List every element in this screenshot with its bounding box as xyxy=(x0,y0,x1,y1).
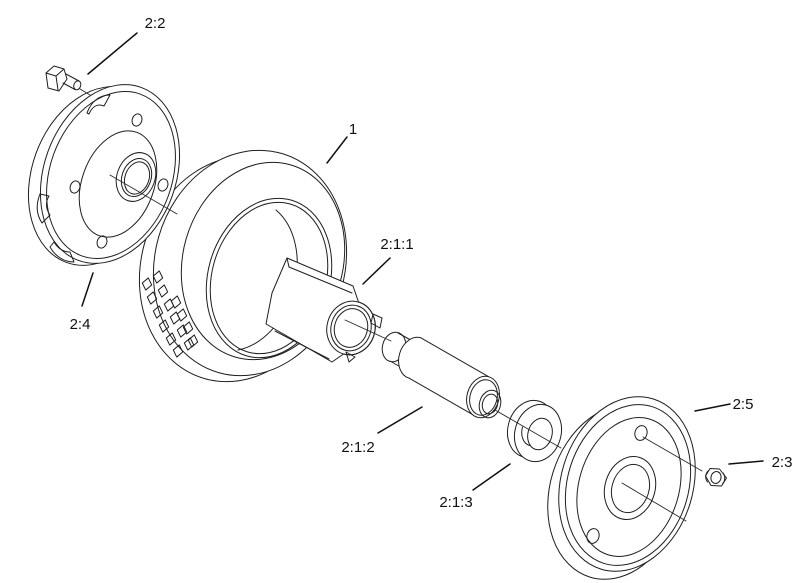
spacer-sleeve-end xyxy=(466,375,500,419)
callout-1: 1 xyxy=(349,121,357,138)
hole-to-nut-centerline xyxy=(642,436,703,472)
left-hub-gusset-bottom xyxy=(49,241,75,263)
left-hub-flange xyxy=(39,84,181,264)
hex-bushing xyxy=(265,257,383,363)
callout-2-2: 2:2 xyxy=(145,15,166,32)
right-hub xyxy=(547,396,696,580)
left-hub-gusset-left xyxy=(36,193,51,224)
right-hub-rim-inner xyxy=(564,404,692,566)
hex-bushing-tab xyxy=(370,313,383,329)
left-hub-center-face xyxy=(78,130,158,238)
leader-2-4 xyxy=(81,272,94,307)
leader-1 xyxy=(326,136,348,164)
washer xyxy=(506,399,563,463)
leader-2-1-1 xyxy=(362,257,391,285)
left-hub-bolt-hole xyxy=(131,113,143,127)
hex-bushing-bottom-facet xyxy=(274,330,330,360)
washer-hole xyxy=(527,417,553,451)
leader-2-5 xyxy=(694,403,731,412)
washer-face xyxy=(513,403,563,463)
nut-body xyxy=(705,468,727,487)
callout-2-5: 2:5 xyxy=(733,396,754,413)
spacer-washer-centerline xyxy=(494,409,562,449)
right-hub-centerline xyxy=(621,482,687,522)
hex-bushing-corner-edge xyxy=(286,257,290,268)
leader-2-1-2 xyxy=(377,406,423,434)
nut-chamfer-right xyxy=(722,472,726,485)
bolt-tip xyxy=(73,80,82,91)
left-hub-bolt-hole xyxy=(69,180,81,194)
hex-bushing-bore xyxy=(333,308,369,348)
spacer-sleeve-top xyxy=(420,337,490,378)
bushing-centerline xyxy=(344,319,392,342)
callout-2-1-2: 2:1:2 xyxy=(341,439,374,456)
hex-bushing-notch xyxy=(345,351,356,363)
bolt-head-facets xyxy=(45,68,65,91)
right-hub-dish xyxy=(576,417,682,557)
callouts: 2:2 2:4 1 2:1:1 2:1:2 2:1:3 2:5 2:3 xyxy=(70,15,793,511)
right-hub-bore xyxy=(610,463,651,514)
right-hub-bolt-hole xyxy=(586,528,600,544)
callout-2-1-3: 2:1:3 xyxy=(439,494,472,511)
spacer-sleeve-rim xyxy=(469,379,498,416)
left-hub-flange-inner-edge xyxy=(46,91,176,259)
left-hub-gusset-top xyxy=(86,94,111,115)
hex-bushing-lip-outer xyxy=(326,300,376,356)
centerlines xyxy=(79,88,703,522)
leader-2-3 xyxy=(728,460,764,465)
leader-2-2 xyxy=(87,32,138,75)
leader-lines xyxy=(81,32,764,491)
left-hub xyxy=(27,84,181,266)
leader-2-1-3 xyxy=(472,463,511,491)
nut xyxy=(705,468,727,487)
bolt xyxy=(45,65,82,92)
left-hub-bore-mid xyxy=(120,158,153,197)
left-hub-bore xyxy=(123,161,151,195)
nut-bore xyxy=(710,471,722,484)
bolt-shank xyxy=(62,73,80,90)
spacer-sleeve-bottom xyxy=(408,377,478,418)
spacer-step-face xyxy=(398,337,432,379)
washer-hole-thickness xyxy=(521,426,530,446)
hex-bushing-top-facet xyxy=(288,266,353,294)
spacer xyxy=(381,331,502,419)
right-hub-bore-lip xyxy=(603,456,657,520)
left-hub-bore-lip xyxy=(115,152,157,202)
left-hub-bolt-hole xyxy=(96,235,108,249)
callout-2-4: 2:4 xyxy=(70,316,91,333)
left-hub-bolt-hole xyxy=(157,178,169,192)
spacer-tube-end xyxy=(478,389,502,419)
callout-2-3: 2:3 xyxy=(772,454,793,471)
bolt-centerline xyxy=(79,88,91,96)
spacer-tube-bore xyxy=(481,393,499,415)
callout-2-1-1: 2:1:1 xyxy=(380,236,413,253)
hex-bushing-lip-inner xyxy=(330,304,372,352)
left-hub-centerline xyxy=(109,174,178,215)
spacer-step-edge xyxy=(398,336,422,379)
right-hub-bolt-hole xyxy=(634,425,648,441)
right-hub-rim xyxy=(558,396,696,572)
nut-chamfer-left xyxy=(705,470,709,483)
